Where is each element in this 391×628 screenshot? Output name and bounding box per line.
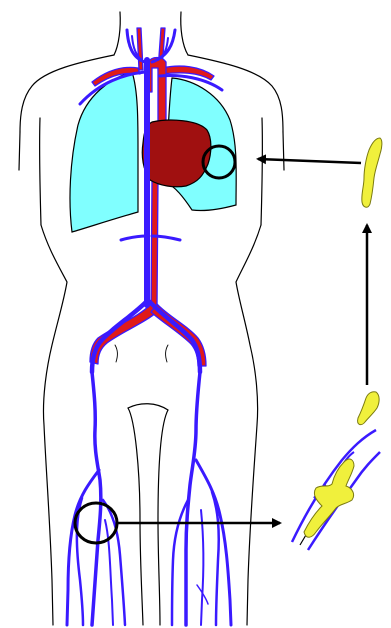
leg-left-branch-2	[103, 500, 125, 625]
renal-vein-left	[121, 236, 147, 240]
arm-left-outer	[19, 132, 20, 170]
leg-right-branch-1	[212, 492, 219, 625]
iliac-left	[90, 304, 157, 364]
lung-right	[70, 72, 138, 232]
leg-left-branch-1	[77, 498, 83, 625]
crotch-curve	[128, 404, 168, 410]
neck-right-line	[181, 12, 188, 55]
clot-detaching	[358, 392, 380, 425]
carotid-left	[137, 28, 143, 70]
torso-left	[41, 225, 67, 625]
clot-travelling-to-lung	[362, 138, 382, 207]
body-outline	[19, 12, 284, 625]
clot-in-vein-inset	[292, 430, 380, 550]
arrow-into-lung	[258, 159, 361, 163]
arm-right-outer	[283, 132, 284, 170]
inner-leg-left	[128, 408, 143, 625]
descending-aorta	[151, 180, 158, 308]
torso-right	[236, 225, 261, 625]
armpit-left	[40, 118, 41, 225]
femoral-vein-left	[92, 372, 101, 625]
leg-right-branch-3	[201, 510, 203, 625]
neck-left-line	[114, 12, 120, 55]
hip-hint-right	[166, 345, 168, 362]
heart	[142, 120, 211, 187]
inner-leg-right	[158, 410, 168, 625]
hip-hint-left	[115, 345, 117, 362]
armpit-right	[261, 118, 262, 225]
leg-thrombus-circle	[75, 503, 117, 543]
thrombus-in-vein	[304, 459, 354, 537]
